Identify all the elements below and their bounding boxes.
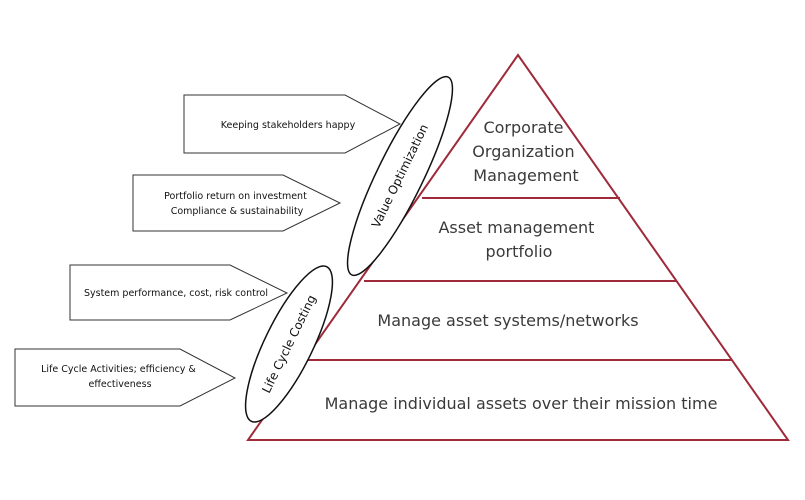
tier-3-line-1: Manage asset systems/networks bbox=[377, 311, 638, 330]
arrow-1-line-1: Keeping stakeholders happy bbox=[221, 120, 356, 131]
arrow-2-line-1: Portfolio return on investment bbox=[164, 191, 307, 202]
tier-1-line-3: Management bbox=[473, 166, 578, 185]
tier-2-line-1: Asset management bbox=[438, 218, 594, 237]
arrow-2-label: Portfolio return on investment Complianc… bbox=[164, 191, 310, 217]
arrow-shape-1 bbox=[183, 94, 402, 154]
tier-1-line-2: Organization bbox=[472, 142, 574, 161]
tier-4-line-1: Manage individual assets over their miss… bbox=[325, 394, 718, 413]
arrow-shape-2 bbox=[132, 174, 342, 232]
tier-3-label: Manage asset systems/networks bbox=[377, 311, 638, 330]
arrow-shape-4 bbox=[14, 348, 237, 407]
arrow-shape-3 bbox=[69, 264, 289, 321]
tier-2-line-2: portfolio bbox=[486, 242, 553, 261]
oval-1-shape bbox=[346, 75, 454, 277]
tier-4-label: Manage individual assets over their miss… bbox=[325, 394, 718, 413]
arrow-1-label: Keeping stakeholders happy bbox=[221, 120, 356, 131]
arrow-3-line-1: System performance, cost, risk control bbox=[84, 288, 268, 299]
oval-2-shape bbox=[244, 265, 334, 423]
arrow-4-line-1: Life Cycle Activities; efficiency & bbox=[41, 364, 196, 375]
arrow-2-line-2: Compliance & sustainability bbox=[171, 206, 304, 217]
tier-1-line-1: Corporate bbox=[483, 118, 563, 137]
tier-1-label: Corporate Organization Management bbox=[472, 118, 579, 185]
arrow-4-line-2: effectiveness bbox=[88, 379, 151, 390]
arrow-3-label: System performance, cost, risk control bbox=[84, 288, 268, 299]
arrow-4-label: Life Cycle Activities; efficiency & effe… bbox=[41, 364, 199, 390]
tier-2-label: Asset management portfolio bbox=[438, 218, 599, 261]
